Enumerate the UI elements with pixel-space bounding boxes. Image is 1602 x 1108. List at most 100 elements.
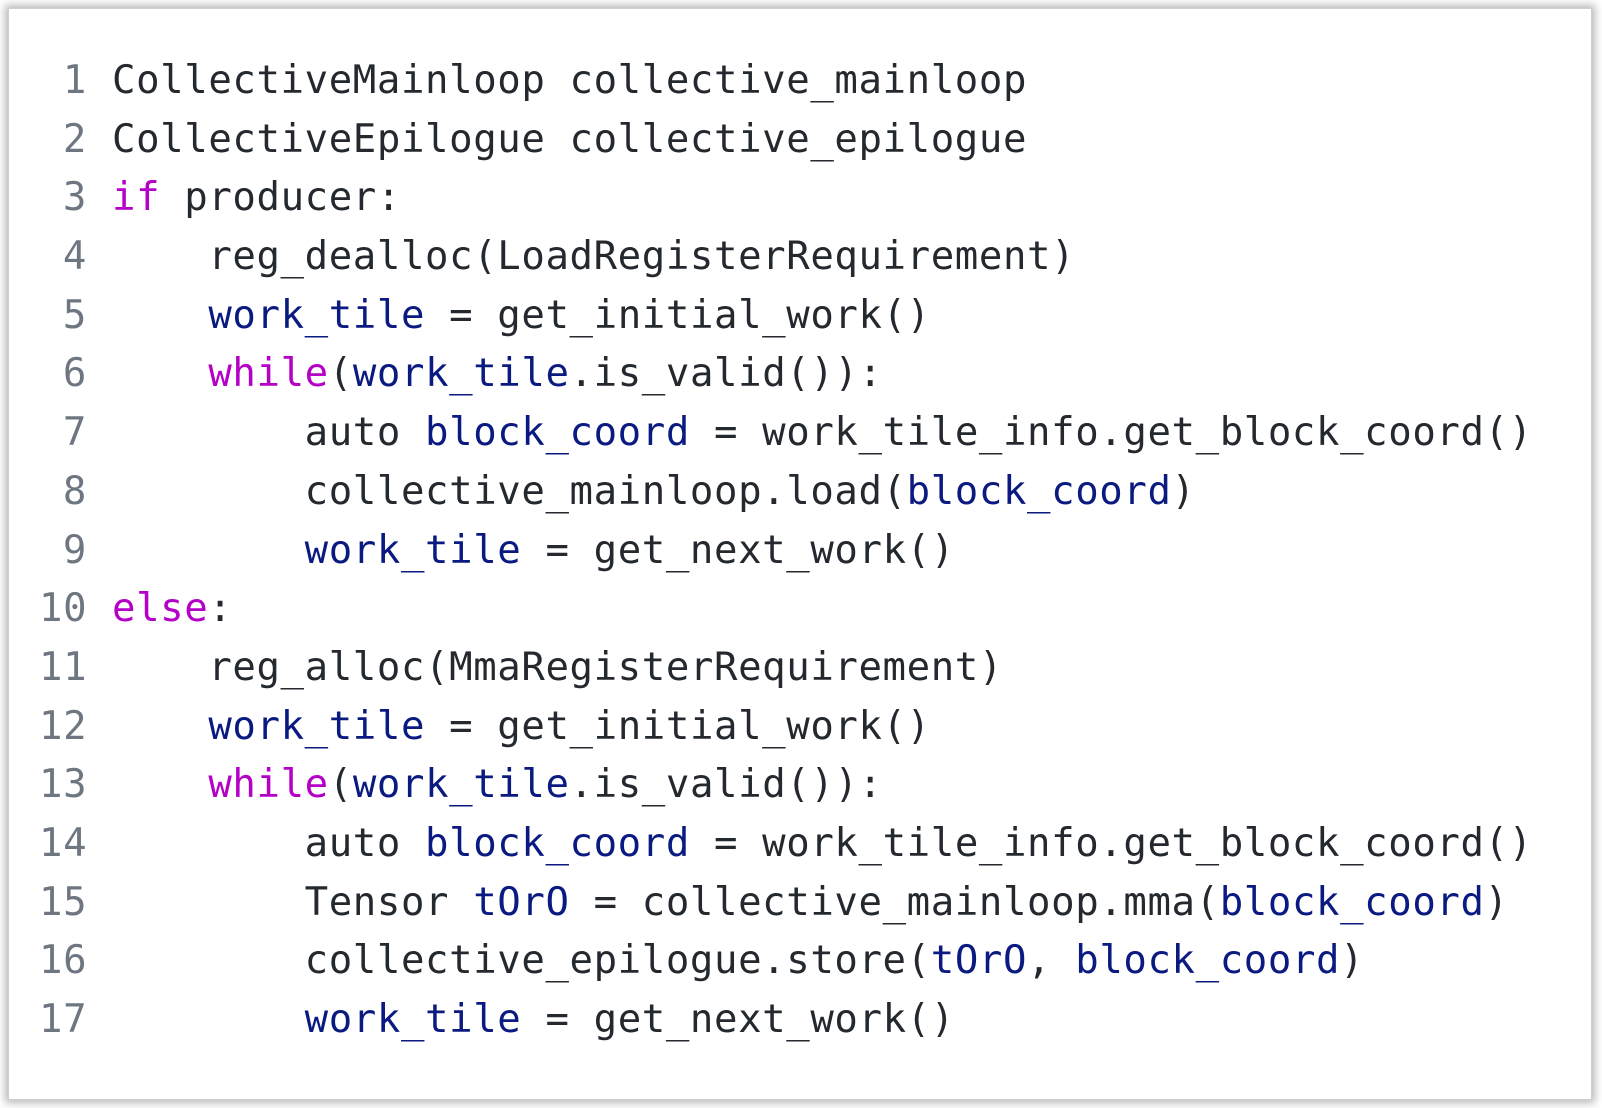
keyword-token: while (208, 762, 329, 808)
variable-token: work_tile (304, 997, 522, 1042)
code-text: CollectiveMainloop collective_mainloop (112, 52, 1027, 111)
line-number: 5 (62, 292, 87, 338)
variable-token: work_tile (304, 527, 522, 573)
code-line: 14 auto block_coord = work_tile_info.get… (39, 815, 1533, 874)
keyword-token: while (208, 351, 329, 397)
variable-token: tOrO (930, 938, 1028, 984)
code-text: collective_mainloop.load(block_coord) (112, 463, 1196, 522)
code-text: reg_dealloc(LoadRegisterRequirement) (112, 228, 1075, 287)
code-block: 1 CollectiveMainloop collective_mainloop 2… (8, 8, 1592, 1100)
code-text: Tensor tOrO = collective_mainloop.mma(bl… (112, 874, 1509, 933)
variable-token: block_coord (425, 820, 690, 866)
line-number: 8 (62, 468, 87, 514)
code-token: CollectiveMainloop collective_mainloop (112, 58, 1028, 103)
code-token: ) (1484, 879, 1509, 925)
code-token: .is_valid()): (569, 762, 883, 808)
code-token (112, 293, 208, 338)
code-token: auto (112, 820, 426, 866)
line-number: 9 (62, 527, 87, 573)
line-number: 12 (39, 703, 88, 749)
line-number: 2 (62, 116, 87, 162)
code-token: = collective_mainloop.mma( (569, 879, 1220, 925)
code-token: , (1027, 938, 1076, 984)
code-token: ( (328, 351, 353, 397)
code-token (112, 351, 208, 396)
line-number: 10 (39, 586, 88, 632)
variable-token: work_tile (352, 351, 570, 397)
code-text: CollectiveEpilogue collective_epilogue (112, 111, 1027, 170)
code-token: .is_valid()): (569, 351, 883, 397)
code-line: 6 while(work_tile.is_valid()): (39, 345, 1533, 404)
line-number: 1 (62, 58, 87, 103)
code-line: 7 auto block_coord = work_tile_info.get_… (39, 404, 1533, 463)
code-token: collective_mainloop.load( (112, 468, 907, 514)
code-line: 13 while(work_tile.is_valid()): (39, 756, 1533, 815)
code-line: 12 work_tile = get_initial_work() (39, 698, 1533, 757)
code-token: ) (1340, 938, 1365, 984)
variable-token: block_coord (425, 410, 690, 456)
code-text: reg_alloc(MmaRegisterRequirement) (112, 639, 1003, 698)
variable-token: work_tile (208, 292, 426, 338)
code-token (112, 704, 208, 749)
line-number: 13 (39, 762, 88, 808)
code-line: 15 Tensor tOrO = collective_mainloop.mma… (39, 874, 1533, 933)
code-token: reg_dealloc(LoadRegisterRequirement) (112, 234, 1076, 280)
code-line: 10 else: (39, 580, 1533, 639)
code-text: auto block_coord = work_tile_info.get_bl… (112, 815, 1533, 874)
code-token: ) (1171, 468, 1196, 514)
code-token: = work_tile_info.get_block_coord() (689, 820, 1533, 866)
line-number: 17 (39, 997, 88, 1042)
variable-token: block_coord (1075, 938, 1341, 984)
code-token: = get_initial_work() (425, 703, 931, 749)
code-token: reg_alloc(MmaRegisterRequirement) (112, 644, 1003, 690)
code-line: 4 reg_dealloc(LoadRegisterRequirement) (39, 228, 1533, 287)
line-number: 7 (62, 410, 87, 456)
variable-token: tOrO (473, 879, 570, 925)
code-text: work_tile = get_next_work() (112, 991, 955, 1050)
keyword-token: if (112, 175, 161, 221)
code-token: = get_next_work() (521, 997, 955, 1042)
line-number: 11 (39, 644, 88, 690)
code-text: work_tile = get_next_work() (112, 522, 955, 581)
code-line: 11 reg_alloc(MmaRegisterRequirement) (39, 639, 1533, 698)
code-token: = get_next_work() (521, 527, 955, 573)
keyword-token: else (112, 586, 209, 632)
code-token (112, 762, 208, 807)
code-text: while(work_tile.is_valid()): (112, 756, 883, 815)
code-token: Tensor (112, 879, 474, 925)
variable-token: block_coord (906, 468, 1172, 514)
line-number: 4 (62, 234, 87, 280)
code-text: auto block_coord = work_tile_info.get_bl… (112, 404, 1533, 463)
code-token: collective_epilogue.store( (112, 938, 931, 984)
code-listing: 1 CollectiveMainloop collective_mainloop 2… (39, 52, 1533, 1050)
variable-token: block_coord (1219, 879, 1485, 925)
code-token (112, 997, 305, 1042)
code-line: 1 CollectiveMainloop collective_mainloop (39, 52, 1533, 111)
code-text: work_tile = get_initial_work() (112, 698, 931, 757)
line-number: 15 (39, 879, 88, 925)
code-token: auto (112, 410, 426, 456)
line-number: 14 (39, 820, 88, 866)
code-text: while(work_tile.is_valid()): (112, 345, 883, 404)
code-line: 5 work_tile = get_initial_work() (39, 287, 1533, 346)
code-line: 2 CollectiveEpilogue collective_epilogue (39, 111, 1533, 170)
code-token: producer: (160, 175, 401, 221)
code-token: : (208, 586, 233, 632)
code-line: 9 work_tile = get_next_work() (39, 522, 1533, 581)
line-number: 6 (62, 351, 87, 397)
line-number: 3 (62, 175, 87, 221)
code-text: else: (112, 580, 232, 639)
code-token (112, 528, 305, 573)
code-line: 17 work_tile = get_next_work() (39, 991, 1533, 1050)
code-token: CollectiveEpilogue collective_epilogue (112, 116, 1028, 162)
code-line: 8 collective_mainloop.load(block_coord) (39, 463, 1533, 522)
variable-token: work_tile (208, 703, 426, 749)
code-text: work_tile = get_initial_work() (112, 287, 931, 346)
code-text: collective_epilogue.store(tOrO, block_co… (112, 932, 1364, 991)
code-text: if producer: (112, 169, 401, 228)
code-line: 16 collective_epilogue.store(tOrO, block… (39, 932, 1533, 991)
code-token: = work_tile_info.get_block_coord() (689, 410, 1533, 456)
code-token: = get_initial_work() (425, 292, 931, 338)
variable-token: work_tile (352, 762, 570, 808)
code-line: 3 if producer: (39, 169, 1533, 228)
